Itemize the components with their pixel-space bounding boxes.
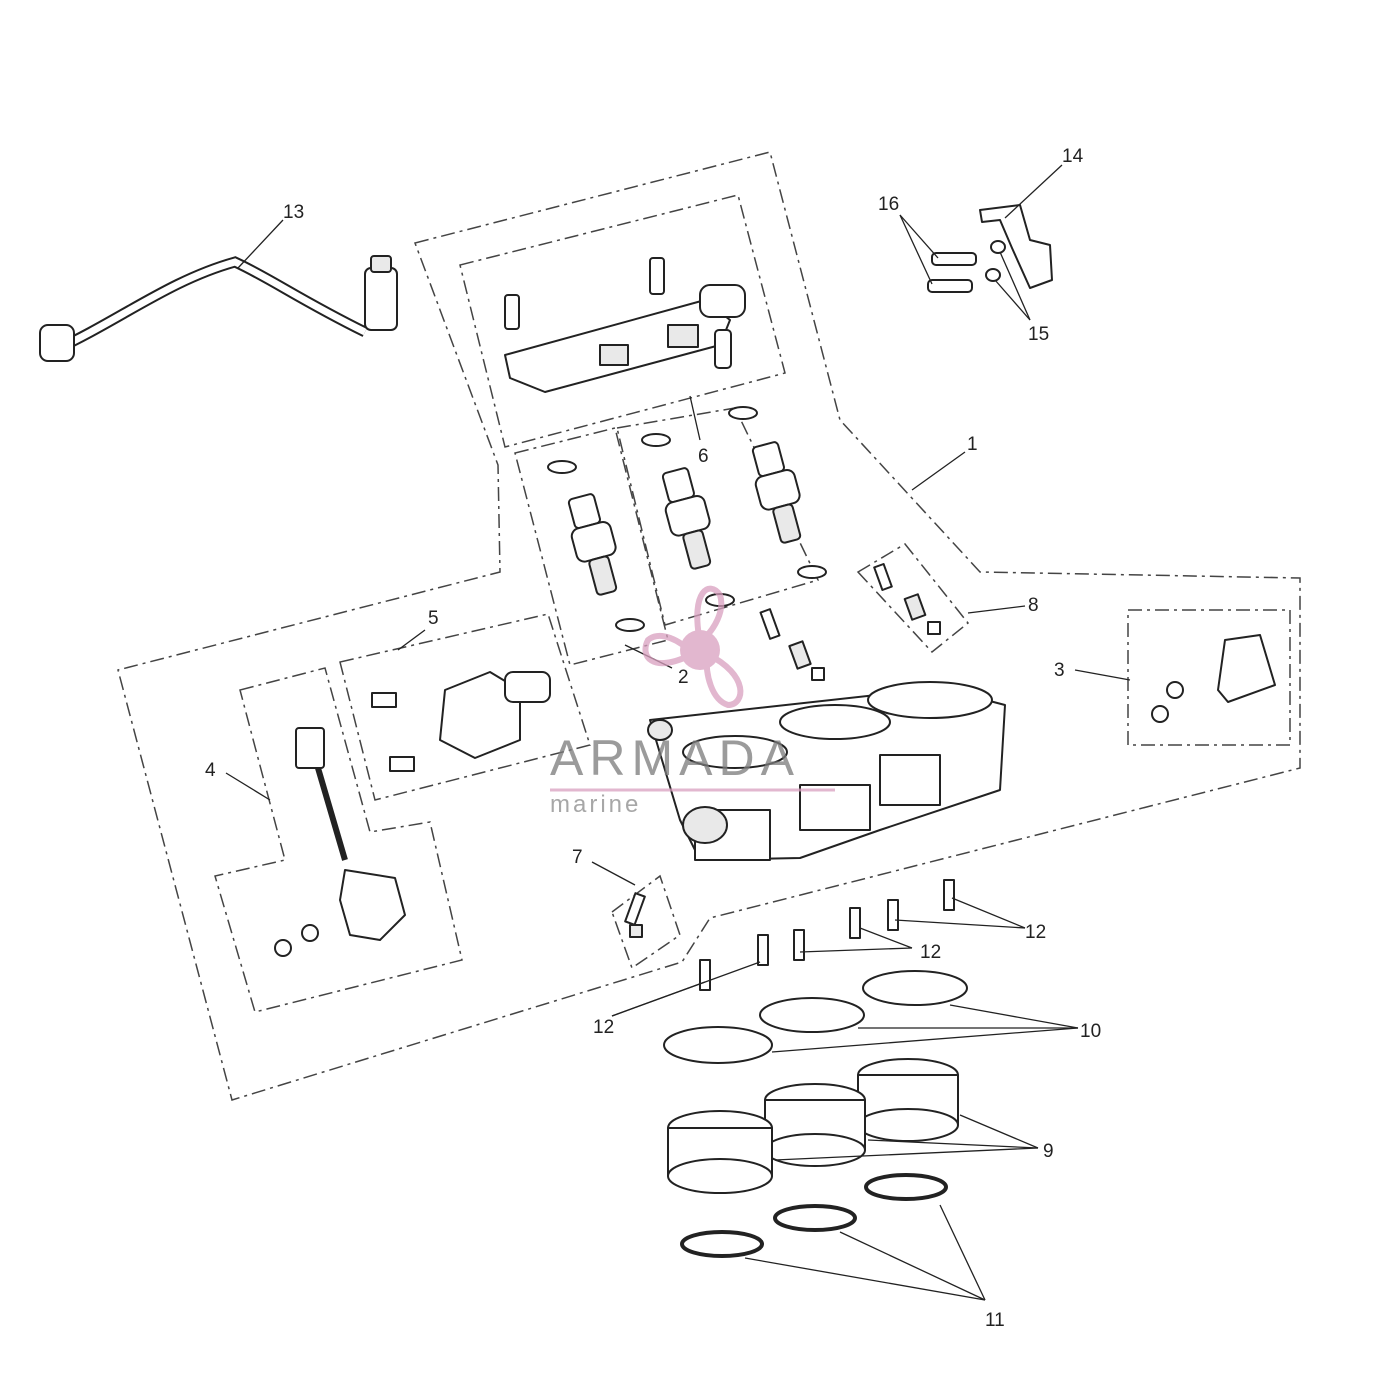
throttle-body-assembly xyxy=(647,681,1006,861)
hose-clamps xyxy=(663,970,968,1064)
callout-7: 7 xyxy=(572,847,583,868)
callout-14: 14 xyxy=(1062,146,1084,167)
fuel-injectors xyxy=(567,441,802,596)
callout-16: 16 xyxy=(878,194,899,215)
sensor-harness xyxy=(274,727,406,957)
callout-labels: 1 2 3 4 5 6 7 8 9 10 11 12 12 12 13 14 1… xyxy=(205,146,1101,1331)
callout-12-middle: 12 xyxy=(920,942,941,963)
callout-12-bottom: 12 xyxy=(593,1017,614,1038)
callout-5: 5 xyxy=(428,608,439,629)
watermark-tagline: marine xyxy=(550,791,641,818)
callout-11: 11 xyxy=(985,1310,1005,1331)
fuel-rail xyxy=(504,257,746,393)
bracket-14 xyxy=(927,204,1053,293)
gaskets xyxy=(680,1173,948,1258)
bolt-kit-frame xyxy=(611,874,681,970)
screw-items xyxy=(759,563,941,681)
callout-13: 13 xyxy=(283,202,304,223)
leader-lines xyxy=(225,164,1131,1301)
fuel-rail-frame xyxy=(459,194,786,448)
sensor-frame xyxy=(339,613,591,801)
propeller-icon xyxy=(642,585,744,709)
pressure-sensor-plug xyxy=(370,255,392,273)
callout-2: 2 xyxy=(678,667,689,688)
intake-adapters xyxy=(667,1058,959,1194)
callout-1: 1 xyxy=(967,434,978,455)
callout-4: 4 xyxy=(205,760,216,781)
sensor-harness-frame xyxy=(214,667,463,1013)
callout-15: 15 xyxy=(1028,324,1049,345)
injector-frame-left xyxy=(514,427,669,666)
callout-3: 3 xyxy=(1054,660,1065,681)
callout-8: 8 xyxy=(1028,595,1039,616)
callout-10: 10 xyxy=(1080,1021,1101,1042)
throttle-position-sensor xyxy=(371,671,551,772)
bracket-kit-frame xyxy=(1127,609,1291,746)
callout-6: 6 xyxy=(698,446,709,467)
injector-frame-center-right xyxy=(616,407,820,626)
callout-12-top: 12 xyxy=(1025,922,1046,943)
callout-9: 9 xyxy=(1043,1141,1054,1162)
mount-bolts xyxy=(624,879,955,991)
pressure-sensor xyxy=(364,267,398,331)
watermark: ARMADA marine xyxy=(550,585,835,818)
bracket-parts xyxy=(1151,634,1276,723)
assembly-frames xyxy=(117,151,1301,1101)
pipe-end-connector xyxy=(39,324,75,362)
fuel-pipe xyxy=(39,255,398,362)
screw-kit-frame xyxy=(856,543,970,654)
main-assembly-frame xyxy=(117,151,1301,1101)
watermark-brand: ARMADA xyxy=(550,730,800,786)
